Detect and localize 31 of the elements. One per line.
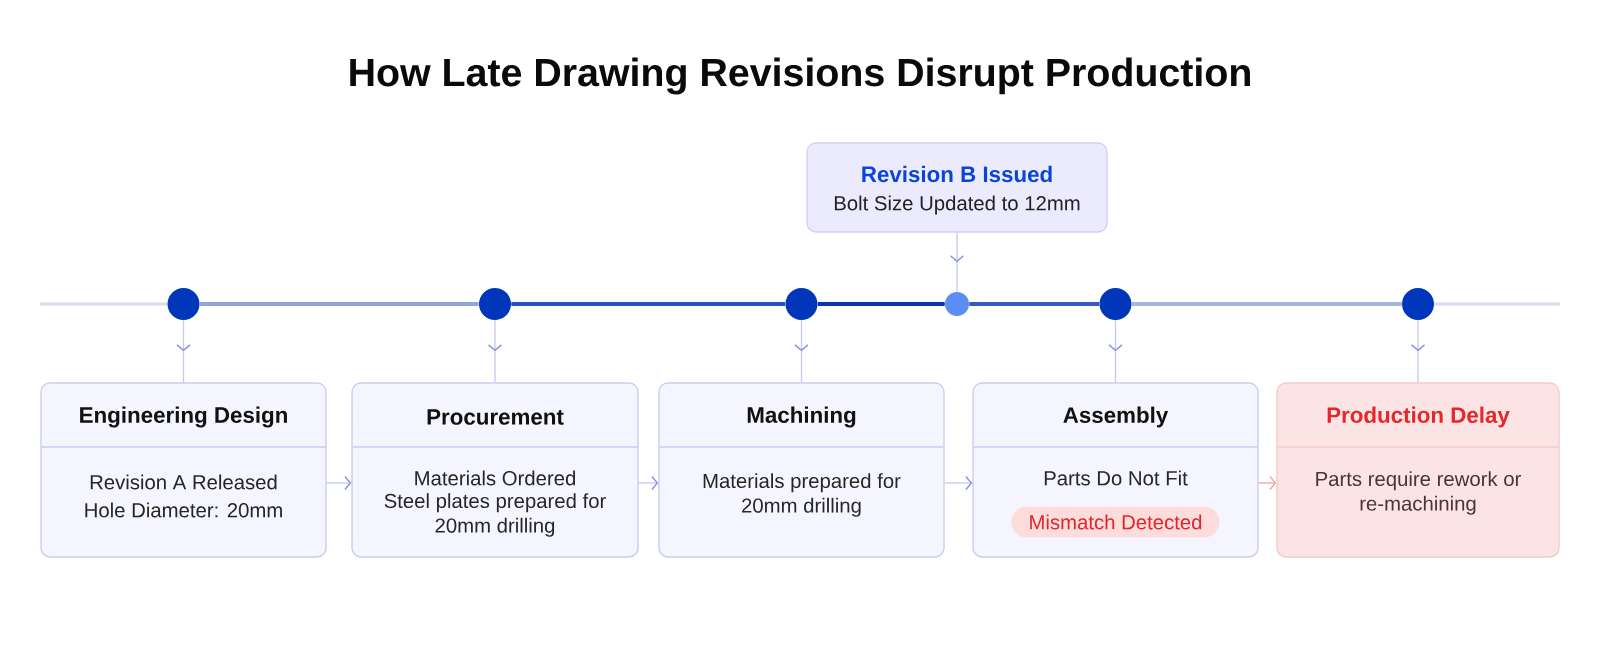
timeline-dot (167, 288, 200, 320)
timeline-dot (479, 288, 511, 320)
connector-arrow (1258, 475, 1277, 491)
step-description: Hole Diameter: 20mm (85, 502, 282, 518)
timeline-line (511, 302, 786, 306)
status-badge: Mismatch Detected (1011, 506, 1220, 538)
timeline-line (969, 302, 1100, 306)
step-title: Procurement (427, 409, 564, 425)
step-description: Revision A Released (90, 474, 277, 490)
step-title: Machining (747, 406, 856, 428)
connector-arrow (944, 475, 973, 491)
step-description: Parts require rework or re-machining (1316, 471, 1522, 515)
step-description: Materials Ordered (415, 470, 575, 486)
step-description: Materials prepared for 20mm drilling (703, 473, 901, 517)
step-description: Steel plates prepared for 20mm drilling (384, 493, 606, 537)
callout-title: Revision B Issued (862, 165, 1052, 183)
timeline-dot (945, 292, 969, 316)
title: How Late Drawing Revisions Disrupt Production (350, 57, 1250, 95)
timeline-line (199, 302, 479, 306)
step-title: Engineering Design (80, 406, 287, 428)
timeline-line (1131, 302, 1402, 306)
step-title: Production Delay (1327, 406, 1510, 428)
timeline-dot (1402, 288, 1434, 320)
timeline-dot (1099, 288, 1132, 320)
callout-text: Bolt Size Updated to 12mm (834, 195, 1080, 215)
connector-arrow (638, 475, 659, 491)
step-title: Assembly (1063, 406, 1169, 428)
connector-arrow (326, 475, 352, 491)
timeline-line (817, 302, 945, 306)
timeline-dot (785, 288, 818, 320)
step-description: Parts Do Not Fit (1044, 470, 1188, 486)
